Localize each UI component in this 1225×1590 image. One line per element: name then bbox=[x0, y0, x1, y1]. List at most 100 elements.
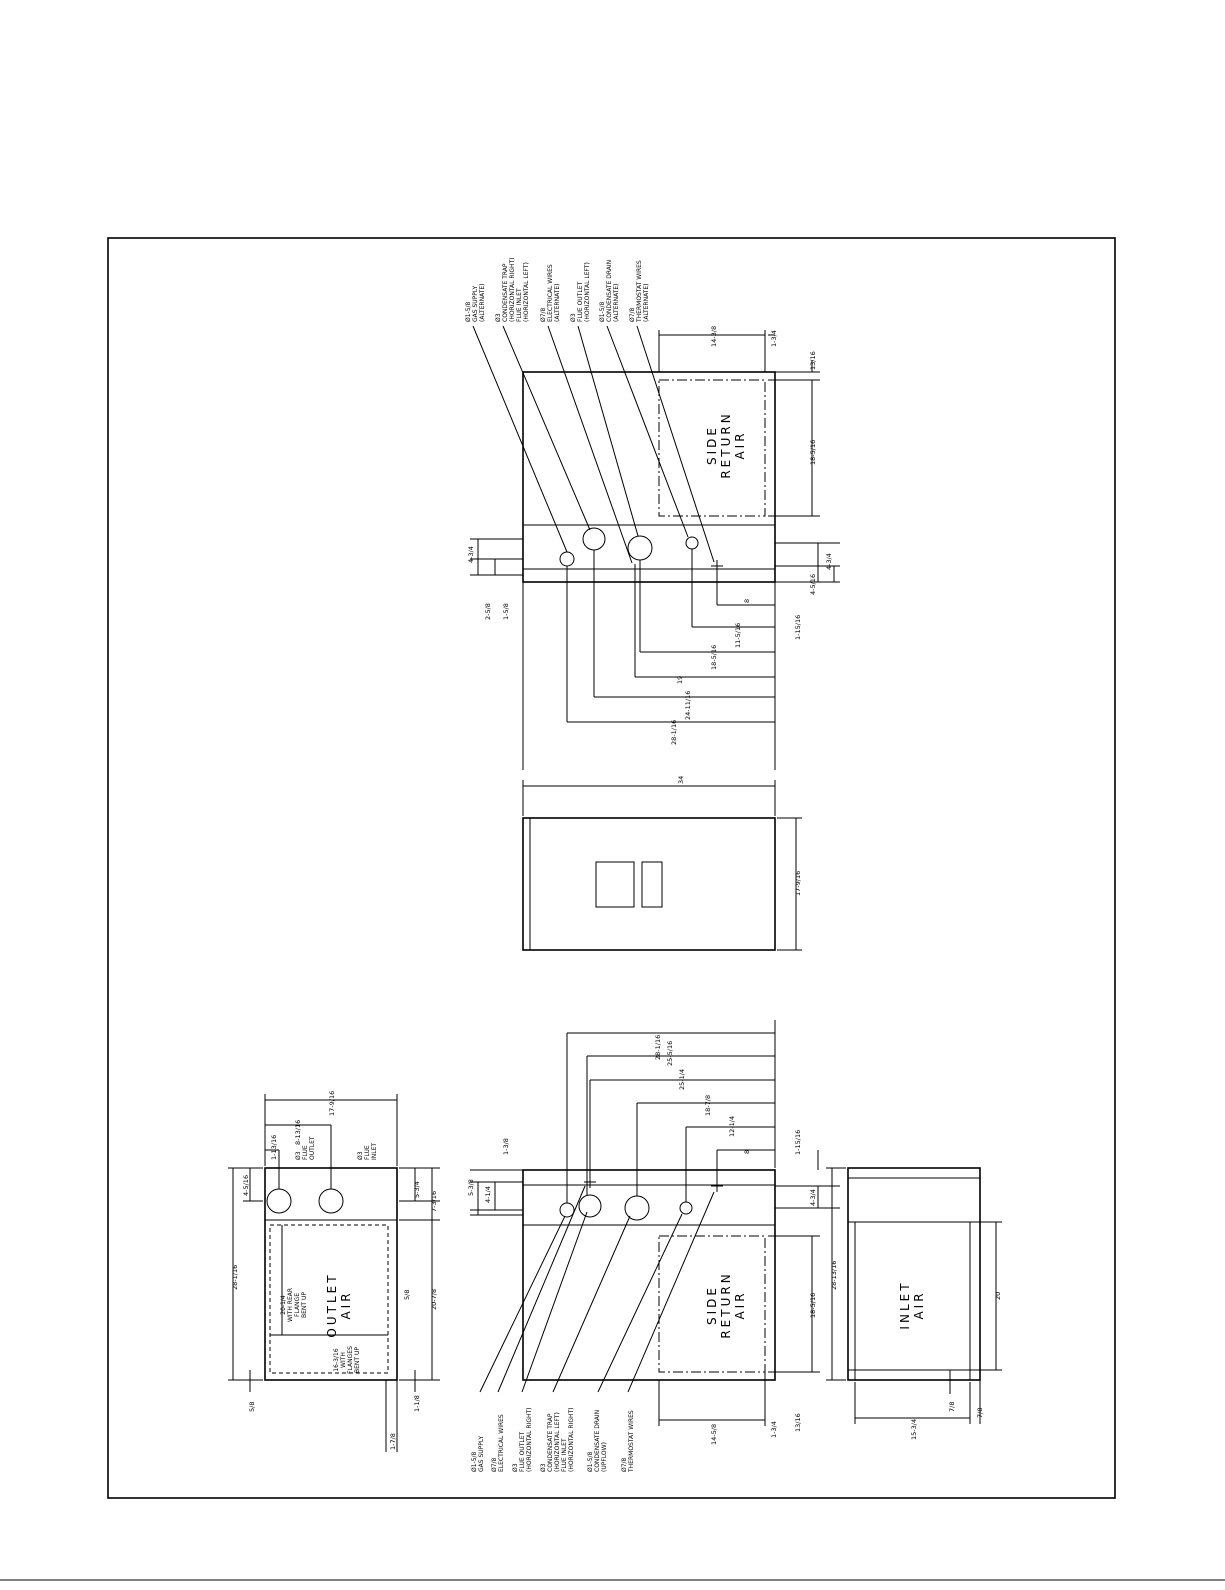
dim-text: 1-15/16 bbox=[794, 615, 802, 640]
dim-text: 4-5/16 bbox=[242, 1175, 250, 1196]
dim-text: 25-1/4 bbox=[678, 1069, 686, 1090]
callout-text: (ALTERNATE) bbox=[479, 283, 486, 322]
dim-text: 4-3/4 bbox=[467, 546, 475, 563]
dim-text: 5/8 bbox=[403, 1290, 411, 1300]
dim-text: 4-5/16 bbox=[809, 574, 817, 595]
dim-text: 1-5/8 bbox=[502, 603, 510, 620]
dim-text: 17-9/16 bbox=[328, 1091, 336, 1116]
view3-label-line1: SIDE bbox=[705, 1285, 719, 1325]
dim-text: 7/8 bbox=[976, 1408, 984, 1418]
dim-text: 15-3/4 bbox=[910, 1419, 918, 1440]
callout-text: GAS SUPPLY bbox=[472, 286, 479, 322]
note-text: BENT UP bbox=[354, 1347, 361, 1373]
dim-text: 7/8 bbox=[948, 1402, 956, 1412]
callout-text: Ø3 bbox=[357, 1151, 364, 1160]
dim-text: 19 bbox=[676, 676, 684, 684]
dim-text: 1-7/8 bbox=[389, 1433, 397, 1450]
callout-text: (ALTERNATE) bbox=[643, 283, 650, 322]
dim-text: 24-11/16 bbox=[684, 691, 692, 720]
view1-label-line2: RETURN bbox=[719, 411, 733, 478]
view-side-upflow: SIDE RETURN AIR Ø1-5/8 GAS SUPPLY Ø7/8 E… bbox=[467, 1020, 840, 1473]
callout-text: Ø3 bbox=[295, 1151, 302, 1160]
callout-text: (HORIZONTAL RIGHT) bbox=[568, 1408, 575, 1473]
return-air-opening bbox=[658, 379, 766, 517]
dim-text: 8-13/16 bbox=[294, 1120, 302, 1145]
flue-outlet-hole bbox=[266, 1188, 292, 1214]
view-top-outlet: OUTLET AIR Ø3 FLUE OUTLET Ø3 FLUE INLET … bbox=[228, 1091, 440, 1452]
dim-text: 7-3/16 bbox=[430, 1191, 438, 1212]
dim-text: 8 bbox=[743, 1150, 751, 1154]
dim-text: 1-13/16 bbox=[270, 1135, 278, 1160]
callout-text: FLUE OUTLET bbox=[519, 1432, 526, 1472]
return-air-opening bbox=[658, 1235, 766, 1373]
dim-text: 28-1/16 bbox=[231, 1265, 239, 1290]
gas-supply-hole bbox=[559, 551, 575, 567]
callout-text: FLUE bbox=[364, 1145, 371, 1160]
view1-label-line3: AIR bbox=[733, 430, 747, 459]
dim-text: 14-3/8 bbox=[710, 326, 718, 347]
condensate-trap-hole bbox=[624, 1195, 650, 1221]
callout-text: ELECTRICAL WIRES bbox=[547, 264, 554, 322]
dim-text: 4-1/4 bbox=[484, 1186, 492, 1203]
view-bottom-inlet: INLET AIR 28-13/16 20 15-3/4 7/8 7/8 bbox=[826, 1167, 1002, 1440]
cabinet-outline bbox=[522, 371, 776, 583]
dim-text: 2-5/8 bbox=[484, 603, 492, 620]
view4-label-line1: OUTLET bbox=[325, 1272, 339, 1337]
dim-text: 5-3/8 bbox=[467, 1179, 475, 1196]
dim-text: 1-3/4 bbox=[770, 330, 778, 347]
view3-label-line2: RETURN bbox=[719, 1271, 733, 1338]
flue-outlet-hole bbox=[578, 1194, 602, 1218]
callout-text: CONDENSATE TRAP bbox=[502, 263, 509, 322]
dim-text: 14-5/8 bbox=[710, 1424, 718, 1445]
callout-text: (HORIZONTAL LEFT) bbox=[584, 262, 591, 322]
dim-text: 13/16 bbox=[794, 1413, 802, 1432]
callout-text: CONDENSATE DRAIN bbox=[594, 1410, 601, 1472]
condensate-trap-hole bbox=[582, 527, 606, 551]
outlet-air-opening bbox=[269, 1224, 389, 1374]
view3-label-line3: AIR bbox=[733, 1290, 747, 1319]
dim-text: 18-7/8 bbox=[704, 1095, 712, 1116]
flue-inlet-hole bbox=[318, 1188, 344, 1214]
dim-text: 5/8 bbox=[248, 1402, 256, 1412]
view5-label-line1: INLET bbox=[898, 1280, 912, 1329]
callout-text: ELECTRICAL WIRES bbox=[498, 1414, 505, 1472]
dim-text: 1-3/4 bbox=[770, 1421, 778, 1438]
cabinet-outline bbox=[522, 817, 776, 951]
flue-outlet-hole bbox=[627, 535, 653, 561]
note-text: BENT UP bbox=[301, 1292, 308, 1318]
callout-text: (ALTERNATE) bbox=[613, 283, 620, 322]
callout-text: INLET bbox=[371, 1143, 378, 1160]
callout-text: THERMOSTAT WIRES bbox=[636, 260, 643, 323]
dim-text: 34 bbox=[677, 776, 685, 784]
condensate-drain-hole bbox=[679, 1201, 693, 1215]
label-plate bbox=[641, 861, 663, 908]
note-text: WITH bbox=[340, 1352, 347, 1368]
callout-text: OUTLET bbox=[309, 1136, 316, 1160]
callout-text: Ø1-5/8 bbox=[465, 301, 472, 322]
callout-text: Ø3 bbox=[570, 313, 577, 322]
access-panel bbox=[595, 861, 635, 908]
dim-text: 28-13/16 bbox=[830, 1261, 838, 1290]
callout-text: Ø7/8 bbox=[621, 1457, 628, 1472]
dim-text: 25-5/16 bbox=[666, 1041, 674, 1066]
callout-text: Ø7/8 bbox=[491, 1457, 498, 1472]
dim-text: 4-3/4 bbox=[809, 1189, 817, 1206]
callout-text: FLUE INLET bbox=[516, 288, 523, 322]
frame-border bbox=[107, 237, 1116, 1499]
dim-text: 11-5/16 bbox=[734, 623, 742, 648]
callout-text: CONDENSATE DRAIN bbox=[606, 260, 613, 322]
callout-text: FLUE bbox=[302, 1145, 309, 1160]
callout-text: FLUE INLET bbox=[561, 1438, 568, 1472]
callout-text: Ø3 bbox=[512, 1463, 519, 1472]
callout-text: FLUE OUTLET bbox=[577, 282, 584, 322]
dim-text: 4-3/4 bbox=[825, 553, 833, 570]
dim-text: 18-5/16 bbox=[809, 440, 817, 465]
dim-text: 1-1/8 bbox=[413, 1395, 421, 1412]
callout-text: (HORIZONTAL RIGHT) bbox=[526, 1408, 533, 1473]
cabinet-outline bbox=[522, 1169, 776, 1381]
dim-text: 5-3/4 bbox=[413, 1181, 421, 1198]
callout-text: (HORIZONTAL RIGHT) bbox=[509, 258, 516, 323]
callout-text: Ø7/8 bbox=[540, 307, 547, 322]
callout-text: Ø1-5/8 bbox=[471, 1451, 478, 1472]
